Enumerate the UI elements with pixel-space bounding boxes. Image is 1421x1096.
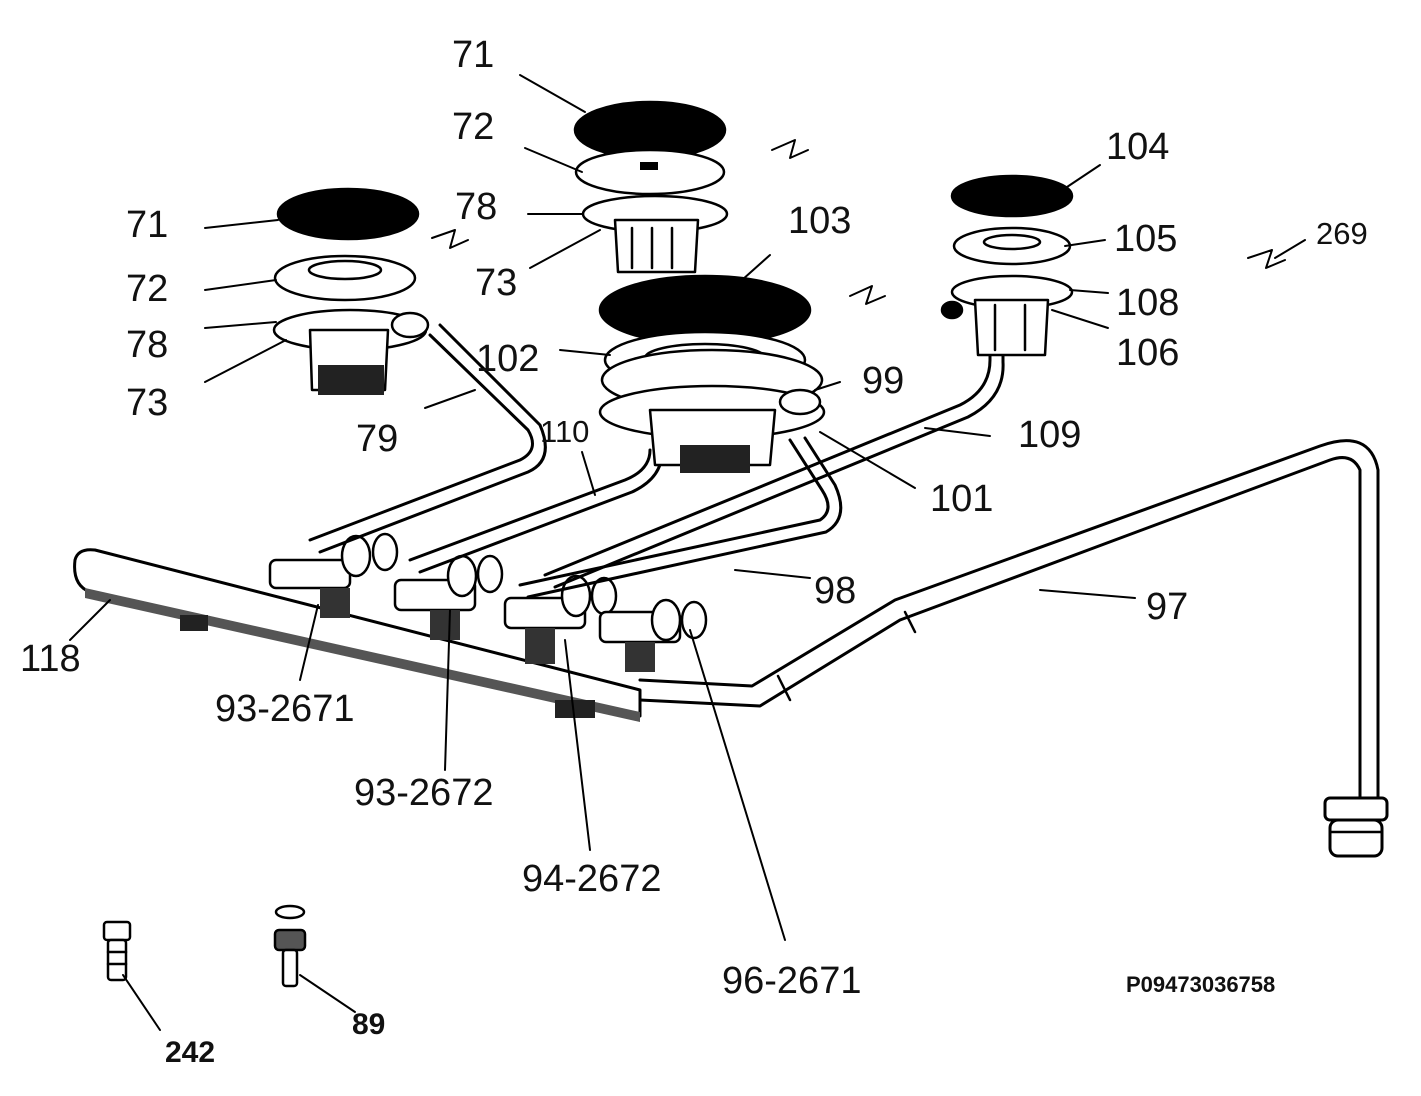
left-burner	[272, 187, 430, 395]
label-104: 104	[1106, 126, 1170, 168]
pipe-end-fitting	[1323, 796, 1389, 858]
label-109: 109	[1018, 414, 1082, 456]
label-72-left: 72	[126, 268, 169, 310]
label-118: 118	[20, 638, 81, 680]
label-99: 99	[862, 360, 905, 402]
left-burner-cap	[276, 187, 420, 241]
label-242: 242	[165, 1036, 216, 1069]
label-102: 102	[476, 338, 540, 380]
label-71-left: 71	[126, 204, 169, 246]
label-89: 89	[352, 1008, 386, 1041]
label-72-top: 72	[452, 106, 495, 148]
gas-valves	[268, 532, 708, 672]
top-burner-head	[574, 148, 726, 196]
label-106: 106	[1116, 332, 1180, 374]
label-98: 98	[814, 570, 857, 612]
leader-lines	[69, 74, 1306, 1031]
label-93-2672: 93-2672	[354, 772, 494, 814]
label-94-2672: 94-2672	[522, 858, 662, 900]
label-97: 97	[1146, 586, 1189, 628]
label-105: 105	[1114, 218, 1178, 260]
label-78-left: 78	[126, 324, 169, 366]
label-71-top: 71	[452, 34, 495, 76]
label-73-top: 73	[475, 262, 518, 304]
label-269: 269	[1316, 216, 1368, 251]
manifold-rail	[73, 548, 642, 722]
label-93-2671: 93-2671	[215, 688, 355, 730]
valve-4	[598, 598, 708, 672]
right-burner	[940, 174, 1074, 357]
top-burner	[573, 100, 729, 274]
label-73-left: 73	[126, 382, 169, 424]
center-burner	[598, 274, 826, 473]
label-79: 79	[356, 418, 399, 460]
label-78-top: 78	[455, 186, 498, 228]
drawing-code: P09473036758	[1126, 972, 1276, 997]
right-burner-cap	[950, 174, 1074, 218]
valve-2	[393, 554, 504, 640]
label-101: 101	[930, 478, 994, 520]
loose-parts	[102, 904, 307, 988]
nozzle-242	[102, 920, 132, 982]
label-108: 108	[1116, 282, 1180, 324]
screw-89	[273, 904, 307, 988]
spark-electrodes	[431, 139, 1286, 305]
label-110: 110	[540, 414, 590, 449]
label-103: 103	[788, 200, 852, 242]
label-96-2671: 96-2671	[722, 960, 862, 1002]
main-gas-pipe	[638, 439, 1380, 802]
valve-1	[268, 532, 399, 618]
